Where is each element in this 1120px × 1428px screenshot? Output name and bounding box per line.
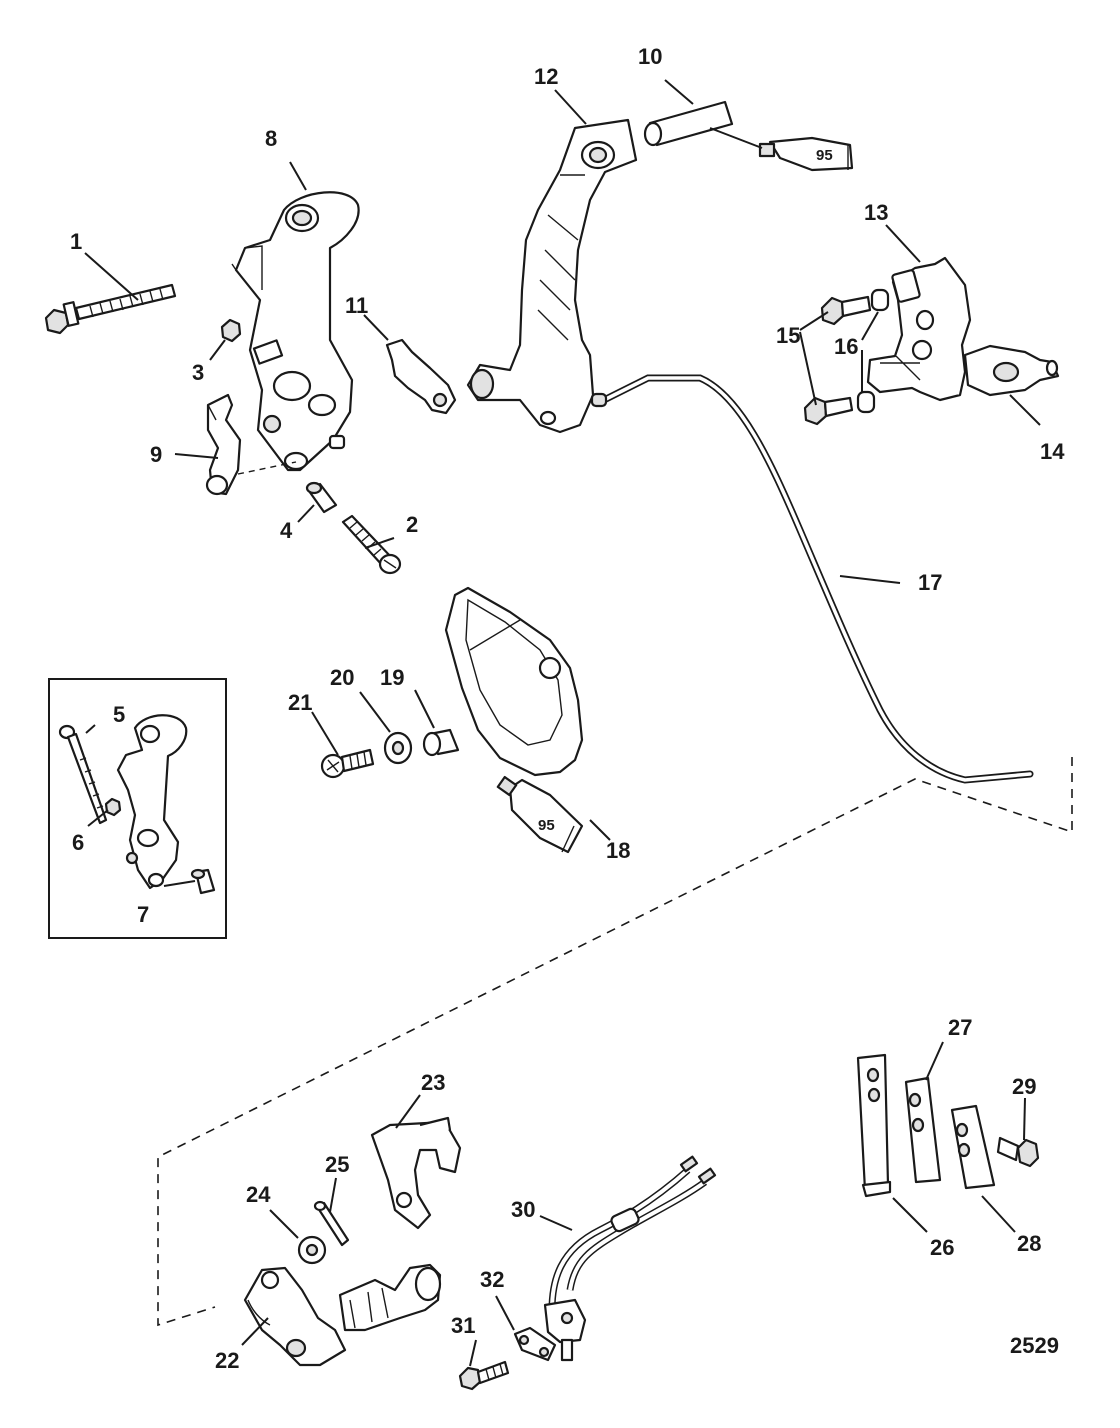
- callout-13: 13: [864, 200, 888, 225]
- part-21-screw: [320, 748, 375, 779]
- callout-18: 18: [606, 838, 630, 863]
- part-10-pin: [643, 100, 734, 147]
- part-17-shift-rod: [590, 374, 1034, 784]
- lubricant-tube-top: 95: [709, 127, 854, 172]
- part-24-washer: [297, 1235, 327, 1265]
- part-31-screw: [458, 1360, 510, 1391]
- callout-15: 15: [776, 323, 800, 348]
- callout-3: 3: [192, 360, 204, 385]
- part-20-washer: [383, 731, 413, 765]
- callout-27: 27: [948, 1015, 972, 1040]
- part-9-link-arm: [205, 393, 297, 496]
- part-25-cotter-pin: [313, 1200, 350, 1247]
- part-1-bolt: [44, 283, 177, 335]
- callout-30: 30: [511, 1197, 535, 1222]
- part-19-bushing: [422, 728, 460, 757]
- callout-9: 9: [150, 442, 162, 467]
- callout-numbers: 1 2 3 4 5 6 7 8 9 10 11 12 13 14 15 16 1…: [70, 44, 1065, 1373]
- callout-26: 26: [930, 1235, 954, 1260]
- callout-7: 7: [137, 902, 149, 927]
- callout-5: 5: [113, 702, 125, 727]
- figure-number: 2529: [1010, 1333, 1059, 1358]
- callout-24: 24: [246, 1182, 271, 1207]
- callout-11: 11: [345, 293, 368, 318]
- part-18-cover: [444, 586, 584, 777]
- part-3-nut: [220, 318, 242, 343]
- part-32-plate: [513, 1326, 557, 1362]
- part-26-plate: [856, 1053, 892, 1198]
- callout-31: 31: [451, 1313, 475, 1338]
- part-16-bushing-upper: [870, 288, 890, 312]
- part-22-shift-assembly: [243, 1263, 442, 1367]
- part-5-screw-inset: [58, 724, 108, 825]
- callout-14: 14: [1040, 439, 1065, 464]
- dashed-group-outline: [157, 757, 1073, 1327]
- tube-label-bottom: 95: [538, 817, 555, 834]
- callout-16: 16: [834, 334, 858, 359]
- tube-label-top: 95: [816, 147, 833, 164]
- callout-8: 8: [265, 126, 277, 151]
- callout-17: 17: [918, 570, 942, 595]
- callout-22: 22: [215, 1348, 239, 1373]
- part-7-sleeve-inset: [190, 868, 216, 895]
- part-13-shift-block: [866, 256, 972, 402]
- callout-6: 6: [72, 830, 84, 855]
- leader-lines: [84, 79, 1041, 1367]
- part-11-clip: [385, 338, 457, 415]
- callout-29: 29: [1012, 1074, 1036, 1099]
- callout-20: 20: [330, 665, 354, 690]
- part-15-screw-lower: [803, 396, 854, 426]
- lubricant-tube-bottom: 95: [496, 775, 584, 854]
- part-14-clevis: [963, 344, 1060, 397]
- part-27-plate: [904, 1076, 942, 1184]
- inset-lever: [116, 714, 188, 890]
- callout-1: 1: [70, 229, 82, 254]
- part-16-bushing-lower: [856, 390, 876, 414]
- callout-23: 23: [421, 1070, 445, 1095]
- part-8-throttle-lever: [231, 191, 360, 472]
- callout-12: 12: [534, 64, 558, 89]
- part-23-lever: [370, 1116, 462, 1230]
- callout-4: 4: [280, 518, 293, 543]
- callout-2: 2: [406, 512, 418, 537]
- part-12-shift-bracket: [466, 118, 638, 434]
- callout-28: 28: [1017, 1231, 1041, 1256]
- part-30-switch: [543, 1155, 717, 1362]
- callout-32: 32: [480, 1267, 504, 1292]
- part-6-nut-inset: [104, 797, 122, 817]
- part-15-screw-upper: [820, 295, 872, 326]
- callout-25: 25: [325, 1152, 349, 1177]
- callout-19: 19: [380, 665, 404, 690]
- callout-10: 10: [638, 44, 662, 69]
- part-4-sleeve: [305, 481, 338, 514]
- inset-detail-frame: [48, 678, 227, 939]
- part-28-plate: [950, 1104, 996, 1190]
- callout-21: 21: [288, 690, 312, 715]
- part-2-screw: [341, 514, 402, 575]
- part-29-bolt: [996, 1136, 1040, 1168]
